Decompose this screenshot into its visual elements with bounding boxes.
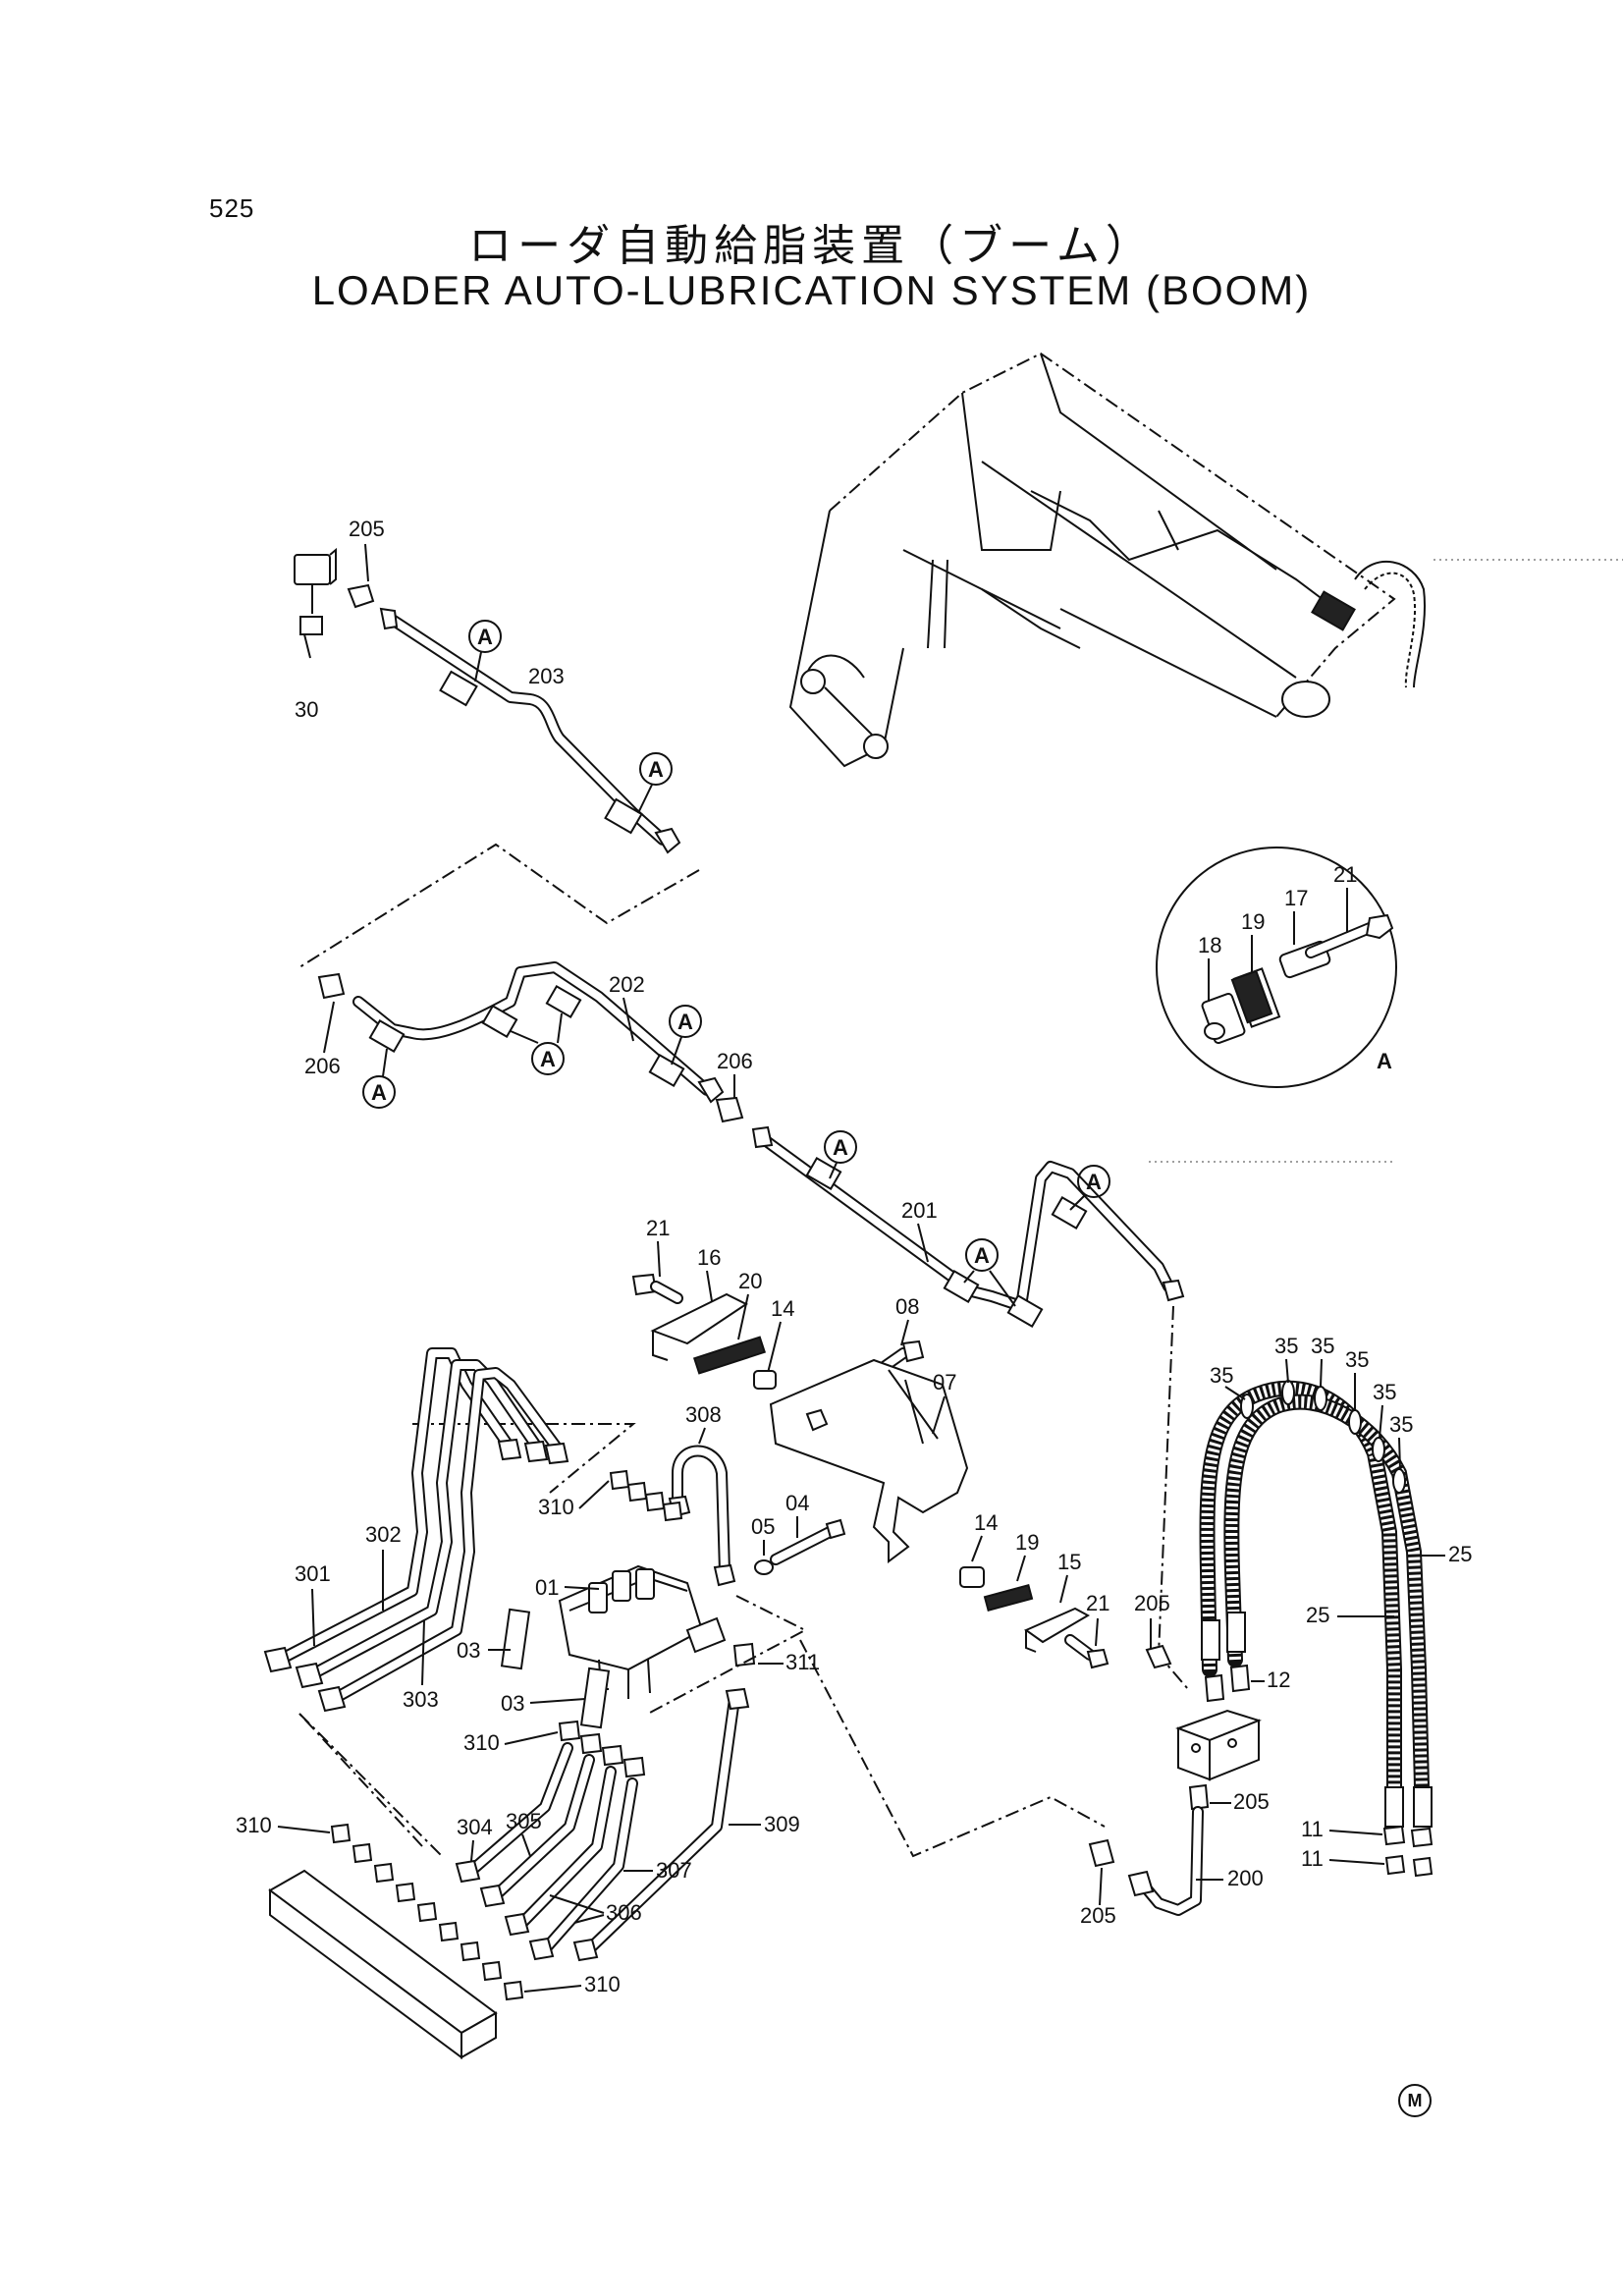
callout-c35e: 35 [1373,1380,1396,1404]
detail-a-circle: 21 17 19 18 A [1156,847,1397,1088]
callout-c304: 304 [457,1815,493,1839]
svg-text:A: A [833,1135,848,1160]
callout-c305: 305 [506,1809,542,1833]
callout-c308: 308 [685,1402,722,1427]
manifold-pipes-301-303: 301 302 303 [263,1347,569,1713]
pipe-201-assembly: 206 201 A A A [715,1049,1185,1329]
svg-text:A: A [974,1243,990,1268]
callout-c310c: 310 [236,1813,272,1837]
svg-text:A: A [371,1080,387,1105]
callout-c20: 20 [738,1269,762,1293]
callout-c03b: 03 [501,1691,524,1716]
callout-c19b: 19 [1241,909,1265,934]
callout-c11a: 11 [1301,1817,1324,1841]
callout-c35a: 35 [1210,1363,1233,1388]
callout-c200: 200 [1227,1866,1264,1890]
distribution-valve: 01 03 03 308 310 05 04 311 [457,1402,846,1729]
pipe-203-assembly: 205 30 203 A A [294,517,681,854]
pipe-202-assembly: 202 206 A A A [304,961,725,1109]
callout-c03a: 03 [457,1638,480,1663]
callout-c205c: 205 [1233,1789,1270,1814]
callout-c08: 08 [895,1294,919,1319]
hose-assembly: 12 205 205 200 11 11 25 25 [1080,1334,1472,1928]
callout-c310b: 310 [463,1730,500,1755]
callout-c309: 309 [764,1812,800,1836]
callout-c21c: 21 [1333,862,1357,887]
callout-c17: 17 [1284,886,1308,910]
callout-c310d: 310 [584,1972,621,1996]
fittings-310-top [609,1469,683,1522]
bracket-assembly: 21 16 20 14 08 07 14 19 15 21 [631,1216,1172,1669]
callout-c11b: 11 [1301,1846,1324,1871]
page-number: 525 [209,193,255,223]
callout-c205d: 205 [1080,1903,1116,1928]
callout-c35f: 35 [1389,1412,1413,1437]
callout-c201: 201 [901,1198,938,1223]
svg-text:A: A [1086,1170,1102,1194]
fitting-bar: 310 310 [236,1813,621,2059]
callout-c05: 05 [751,1514,775,1539]
svg-text:A: A [648,757,664,782]
callout-c303: 303 [403,1687,439,1712]
callout-c206b: 206 [717,1049,753,1073]
lower-pipes-304-309: 310 304 305 307 306 309 [455,1687,800,1962]
fittings-310-lower [558,1720,646,1778]
callout-c202: 202 [609,972,645,997]
callout-c35b: 35 [1274,1334,1298,1358]
callout-c15: 15 [1057,1550,1081,1574]
callout-c311: 311 [785,1650,820,1674]
svg-text:A: A [477,625,493,649]
detail-a-label: A [1377,1049,1392,1073]
callout-c301: 301 [295,1561,331,1586]
m-mark: M [1398,2084,1432,2117]
callout-c206a: 206 [304,1054,341,1078]
callout-c21a: 21 [646,1216,670,1240]
svg-text:A: A [677,1010,693,1034]
callout-c01: 01 [535,1575,559,1600]
callout-c21b: 21 [1086,1591,1109,1615]
svg-text:A: A [540,1047,556,1071]
callout-c07: 07 [933,1370,956,1394]
callout-c30: 30 [295,697,318,722]
title-english: LOADER AUTO-LUBRICATION SYSTEM (BOOM) [311,267,1312,313]
callout-c14a: 14 [771,1296,794,1321]
callout-c18: 18 [1198,933,1221,957]
callout-c14b: 14 [974,1510,998,1535]
callout-c04: 04 [785,1491,809,1515]
callout-c35c: 35 [1311,1334,1334,1358]
callout-c306: 306 [606,1900,642,1925]
callout-c205a: 205 [349,517,385,541]
callout-c25a: 25 [1448,1542,1472,1566]
boom-overview [788,352,1623,768]
callout-c307: 307 [656,1858,692,1883]
callout-c19a: 19 [1015,1530,1039,1555]
callout-c310a: 310 [538,1495,574,1519]
callout-c302: 302 [365,1522,402,1547]
callout-c12: 12 [1267,1667,1290,1692]
callout-c25b: 25 [1306,1603,1329,1627]
fittings-310-bar [330,1823,524,2001]
callout-c35d: 35 [1345,1347,1369,1372]
callout-c205b: 205 [1134,1591,1170,1615]
callout-c16: 16 [697,1245,721,1270]
callout-c203: 203 [528,664,565,688]
title-japanese: ローダ自動給脂装置（ブーム） [468,221,1155,271]
